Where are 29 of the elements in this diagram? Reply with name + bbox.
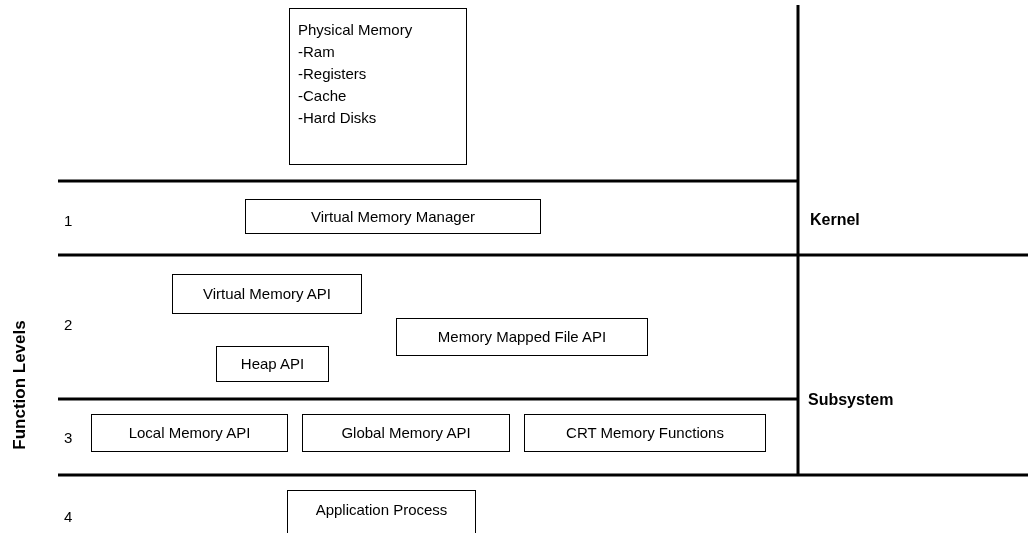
box-heading: Physical Memory	[298, 20, 413, 40]
box-text: -Hard Disks	[298, 108, 377, 128]
box-text: Application Process	[315, 500, 448, 520]
box-text: Virtual Memory API	[202, 284, 332, 304]
box-text: -Cache	[298, 86, 347, 106]
level-number: 4	[64, 507, 73, 527]
level-number: 1	[64, 211, 73, 231]
layer-label: Kernel	[810, 210, 860, 230]
process-box	[302, 414, 510, 452]
box-text: Heap API	[240, 354, 305, 374]
box-text: -Registers	[298, 64, 367, 84]
process-box	[287, 490, 476, 533]
process-box	[172, 274, 362, 314]
box-text: -Ram	[298, 42, 335, 62]
box-text: Local Memory API	[128, 423, 251, 443]
process-box	[524, 414, 766, 452]
box-text: Memory Mapped File API	[437, 327, 607, 347]
process-box	[216, 346, 329, 382]
process-box	[245, 199, 541, 234]
axis-title: Function Levels	[9, 320, 31, 450]
box-text: Virtual Memory Manager	[311, 206, 475, 227]
level-number: 2	[64, 315, 73, 335]
layer-label: Subsystem	[808, 390, 894, 410]
process-box	[289, 8, 467, 165]
process-box	[91, 414, 288, 452]
level-number: 3	[64, 428, 73, 448]
box-text: Global Memory API	[341, 423, 471, 443]
process-box	[396, 318, 648, 356]
box-text: CRT Memory Functions	[566, 423, 724, 443]
